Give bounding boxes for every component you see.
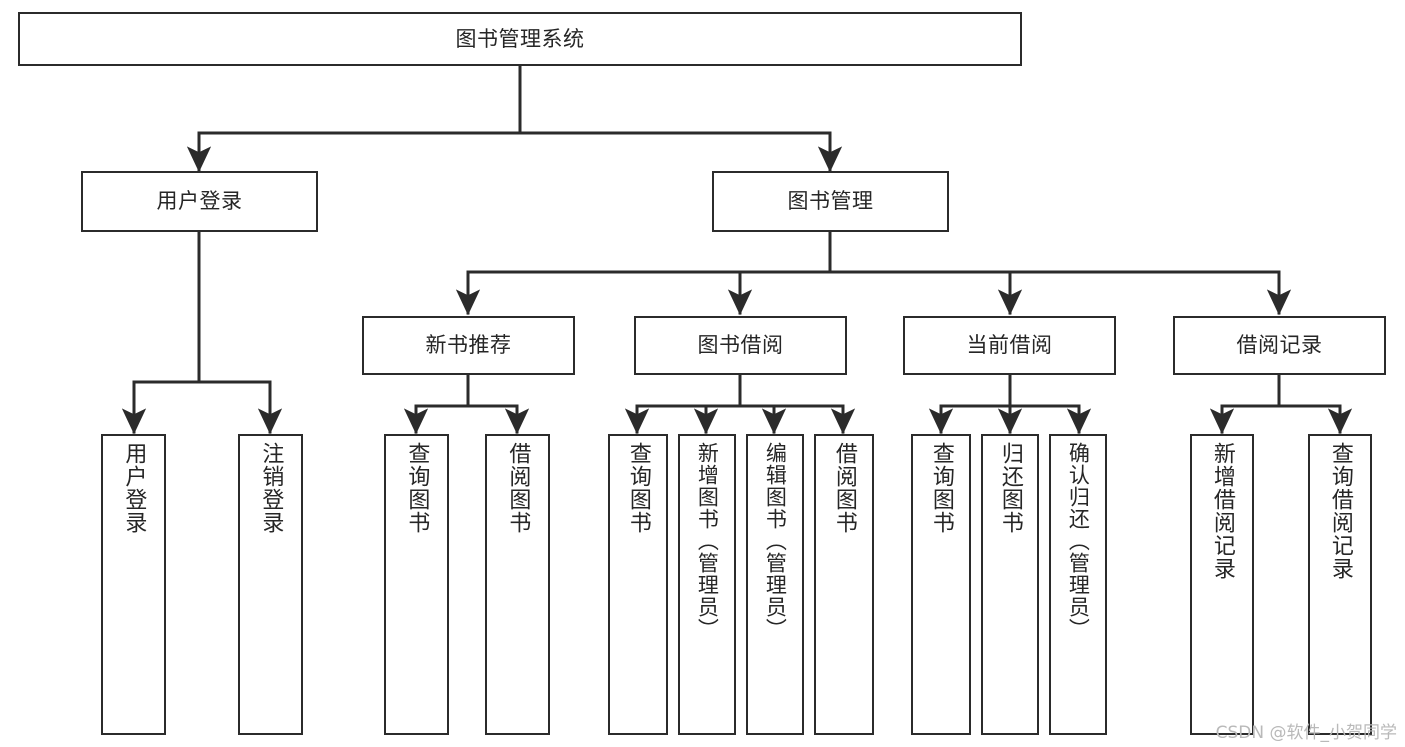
node-label: 编辑图书（管理员） <box>763 442 788 640</box>
node-label: 借阅图书 <box>831 442 857 534</box>
node-label: 查询借阅记录 <box>1327 442 1353 580</box>
node-leaf-confirm-return-admin[interactable]: 确认归还（管理员） <box>1049 434 1107 735</box>
node-leaf-query-book-current[interactable]: 查询图书 <box>911 434 971 735</box>
node-label: 用户登录 <box>156 189 243 214</box>
node-leaf-query-book-borrow[interactable]: 查询图书 <box>608 434 668 735</box>
node-leaf-edit-book-admin[interactable]: 编辑图书（管理员） <box>746 434 804 735</box>
node-leaf-borrow-book[interactable]: 借阅图书 <box>814 434 874 735</box>
node-leaf-return-book[interactable]: 归还图书 <box>981 434 1039 735</box>
node-book-management[interactable]: 图书管理 <box>712 171 949 232</box>
node-label: 图书管理系统 <box>455 26 585 51</box>
node-label: 图书借阅 <box>697 333 784 358</box>
node-label: 用户登录 <box>121 442 147 534</box>
node-label: 新增借阅记录 <box>1209 442 1235 580</box>
node-book-borrow[interactable]: 图书借阅 <box>634 316 847 375</box>
node-label: 新增图书（管理员） <box>695 442 720 640</box>
node-leaf-query-book-new[interactable]: 查询图书 <box>384 434 449 735</box>
node-new-book-recommend[interactable]: 新书推荐 <box>362 316 575 375</box>
node-label: 查询图书 <box>625 442 651 534</box>
watermark-text: CSDN @软件_小贺同学 <box>1215 723 1397 743</box>
node-leaf-logout[interactable]: 注销登录 <box>238 434 303 735</box>
node-label: 图书管理 <box>787 189 874 214</box>
node-current-borrow[interactable]: 当前借阅 <box>903 316 1116 375</box>
node-label: 注销登录 <box>258 442 284 534</box>
node-borrow-record[interactable]: 借阅记录 <box>1173 316 1386 375</box>
node-user-login[interactable]: 用户登录 <box>81 171 318 232</box>
node-label: 新书推荐 <box>425 333 512 358</box>
node-leaf-borrow-book-new[interactable]: 借阅图书 <box>485 434 550 735</box>
node-label: 当前借阅 <box>966 333 1053 358</box>
node-label: 借阅图书 <box>505 442 531 534</box>
node-label: 借阅记录 <box>1236 333 1323 358</box>
node-leaf-add-borrow-record[interactable]: 新增借阅记录 <box>1190 434 1254 735</box>
node-label: 查询图书 <box>928 442 954 534</box>
node-root-system[interactable]: 图书管理系统 <box>18 12 1022 66</box>
node-leaf-user-login[interactable]: 用户登录 <box>101 434 166 735</box>
node-label: 查询图书 <box>404 442 430 534</box>
node-leaf-query-borrow-record[interactable]: 查询借阅记录 <box>1308 434 1372 735</box>
node-label: 归还图书 <box>997 442 1023 534</box>
node-label: 确认归还（管理员） <box>1066 442 1091 640</box>
node-leaf-add-book-admin[interactable]: 新增图书（管理员） <box>678 434 736 735</box>
